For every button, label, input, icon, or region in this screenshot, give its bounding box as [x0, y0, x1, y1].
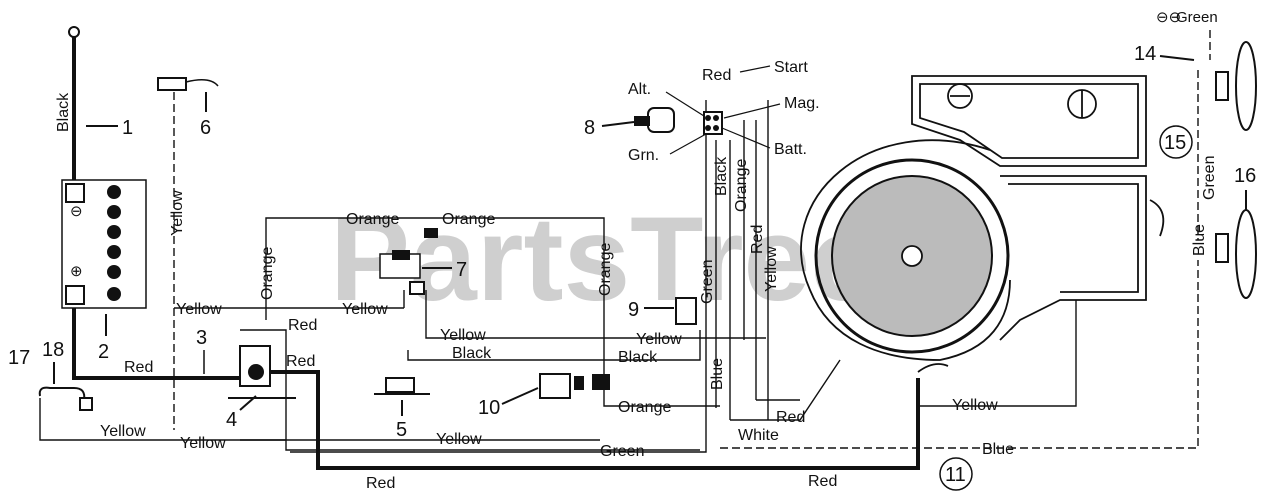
- solenoid-4: [228, 345, 296, 399]
- callouts: 1 2 3 4 5 6 7 8 9 10 11 14 15 16 17 18: [8, 43, 1256, 491]
- label-orange-vert-left: Orange: [259, 247, 276, 300]
- callout-14: 14: [1134, 43, 1156, 65]
- terminal-batt: Batt.: [774, 141, 807, 158]
- callout-8: 8: [584, 117, 595, 139]
- terminal-alt: Alt.: [628, 81, 651, 98]
- label-green-legend: Green: [1176, 9, 1218, 26]
- callout-3: 3: [196, 327, 207, 349]
- callout-15: 15: [1164, 132, 1186, 154]
- black-row-wire: [407, 330, 701, 361]
- label-black-row-b: Black: [618, 349, 658, 366]
- label-yellow-bottom-mid: Yellow: [436, 431, 482, 448]
- label-blue-bottom: Blue: [982, 441, 1014, 458]
- label-green-vert: Green: [699, 260, 716, 304]
- connector-10: [539, 373, 610, 399]
- callout-7: 7: [456, 259, 467, 281]
- label-yellow-bottom-left: Yellow: [100, 423, 146, 440]
- label-green-light: Green: [1201, 156, 1218, 200]
- label-red-bottom-right: Red: [808, 473, 837, 490]
- label-yellow-engine: Yellow: [952, 397, 998, 414]
- yellow-row-wire: [425, 290, 766, 339]
- legend-green-symbol: ⊖⊖: [1156, 9, 1181, 26]
- wire-labels: Black Yellow Orange Orange Orange Orange…: [55, 9, 1218, 492]
- label-red-battery: Red: [124, 359, 153, 376]
- label-yellow-row1b: Yellow: [636, 331, 682, 348]
- connector-17-18: [38, 386, 93, 411]
- red-battery-cable: [72, 290, 240, 380]
- callout-16: 16: [1234, 165, 1256, 187]
- headlights: [1215, 41, 1257, 299]
- red-short-wire: [240, 329, 700, 451]
- label-black-main: Black: [55, 92, 72, 132]
- label-green-bottom: Green: [600, 443, 644, 460]
- callout-4: 4: [226, 409, 237, 431]
- wires: [39, 30, 1211, 470]
- orange-bottom-wire: [603, 384, 720, 407]
- red-starter-cable: [262, 370, 920, 470]
- yellow-engine-wire: [918, 300, 1077, 407]
- label-yellow-vert-ign: Yellow: [763, 246, 780, 292]
- callout-18: 18: [42, 339, 64, 361]
- callout-5: 5: [396, 419, 407, 441]
- label-yellow-left: Yellow: [169, 190, 186, 236]
- label-orange-top-right: Orange: [442, 211, 495, 228]
- label-red-near-4: Red: [286, 353, 315, 370]
- svg-text:⊖: ⊖: [70, 203, 83, 220]
- label-orange-bottom: Orange: [618, 399, 671, 416]
- callout-2: 2: [98, 341, 109, 363]
- callout-10: 10: [478, 397, 500, 419]
- label-orange-top-left: Orange: [346, 211, 399, 228]
- blue-dashed-wire: [720, 260, 1199, 449]
- label-yellow-mid-right: Yellow: [342, 301, 388, 318]
- callout-1: 1: [122, 117, 133, 139]
- connector-6: [157, 77, 219, 91]
- yellow-bottom-left: [39, 398, 286, 441]
- ignition-switch-8: [634, 107, 723, 135]
- switch-7: [379, 228, 438, 295]
- label-red-engine: Red: [776, 409, 805, 426]
- callout-11: 11: [945, 464, 966, 486]
- callout-6: 6: [200, 117, 211, 139]
- switch-5: [374, 377, 430, 395]
- engine: [800, 75, 1165, 373]
- callout-9: 9: [628, 299, 639, 321]
- callout-17: 17: [8, 347, 30, 369]
- label-black-vert: Black: [713, 156, 730, 196]
- green-wire: [290, 100, 707, 453]
- battery: ⊖ ⊕: [61, 26, 147, 309]
- switch-9: [675, 297, 697, 325]
- terminal-mag: Mag.: [784, 95, 820, 112]
- label-white-engine: White: [738, 427, 779, 444]
- label-red-top: Red: [702, 67, 731, 84]
- label-red-mid: Red: [288, 317, 317, 334]
- label-orange-vert-ign: Orange: [733, 159, 750, 212]
- label-black-row: Black: [452, 345, 492, 362]
- label-blue-vert: Blue: [709, 358, 726, 390]
- label-orange-vert-right: Orange: [597, 243, 614, 296]
- svg-text:⊕: ⊕: [70, 263, 83, 280]
- label-blue-light: Blue: [1191, 224, 1208, 256]
- label-yellow-bottom-left2: Yellow: [180, 435, 226, 452]
- label-red-bottom-left: Red: [366, 475, 395, 492]
- label-red-vert-ign: Red: [749, 225, 766, 254]
- orange-loop-wire: [265, 217, 605, 380]
- terminal-grn: Grn.: [628, 147, 659, 164]
- label-yellow-row1: Yellow: [440, 327, 486, 344]
- label-yellow-mid-left: Yellow: [176, 301, 222, 318]
- terminal-start: Start: [774, 59, 808, 76]
